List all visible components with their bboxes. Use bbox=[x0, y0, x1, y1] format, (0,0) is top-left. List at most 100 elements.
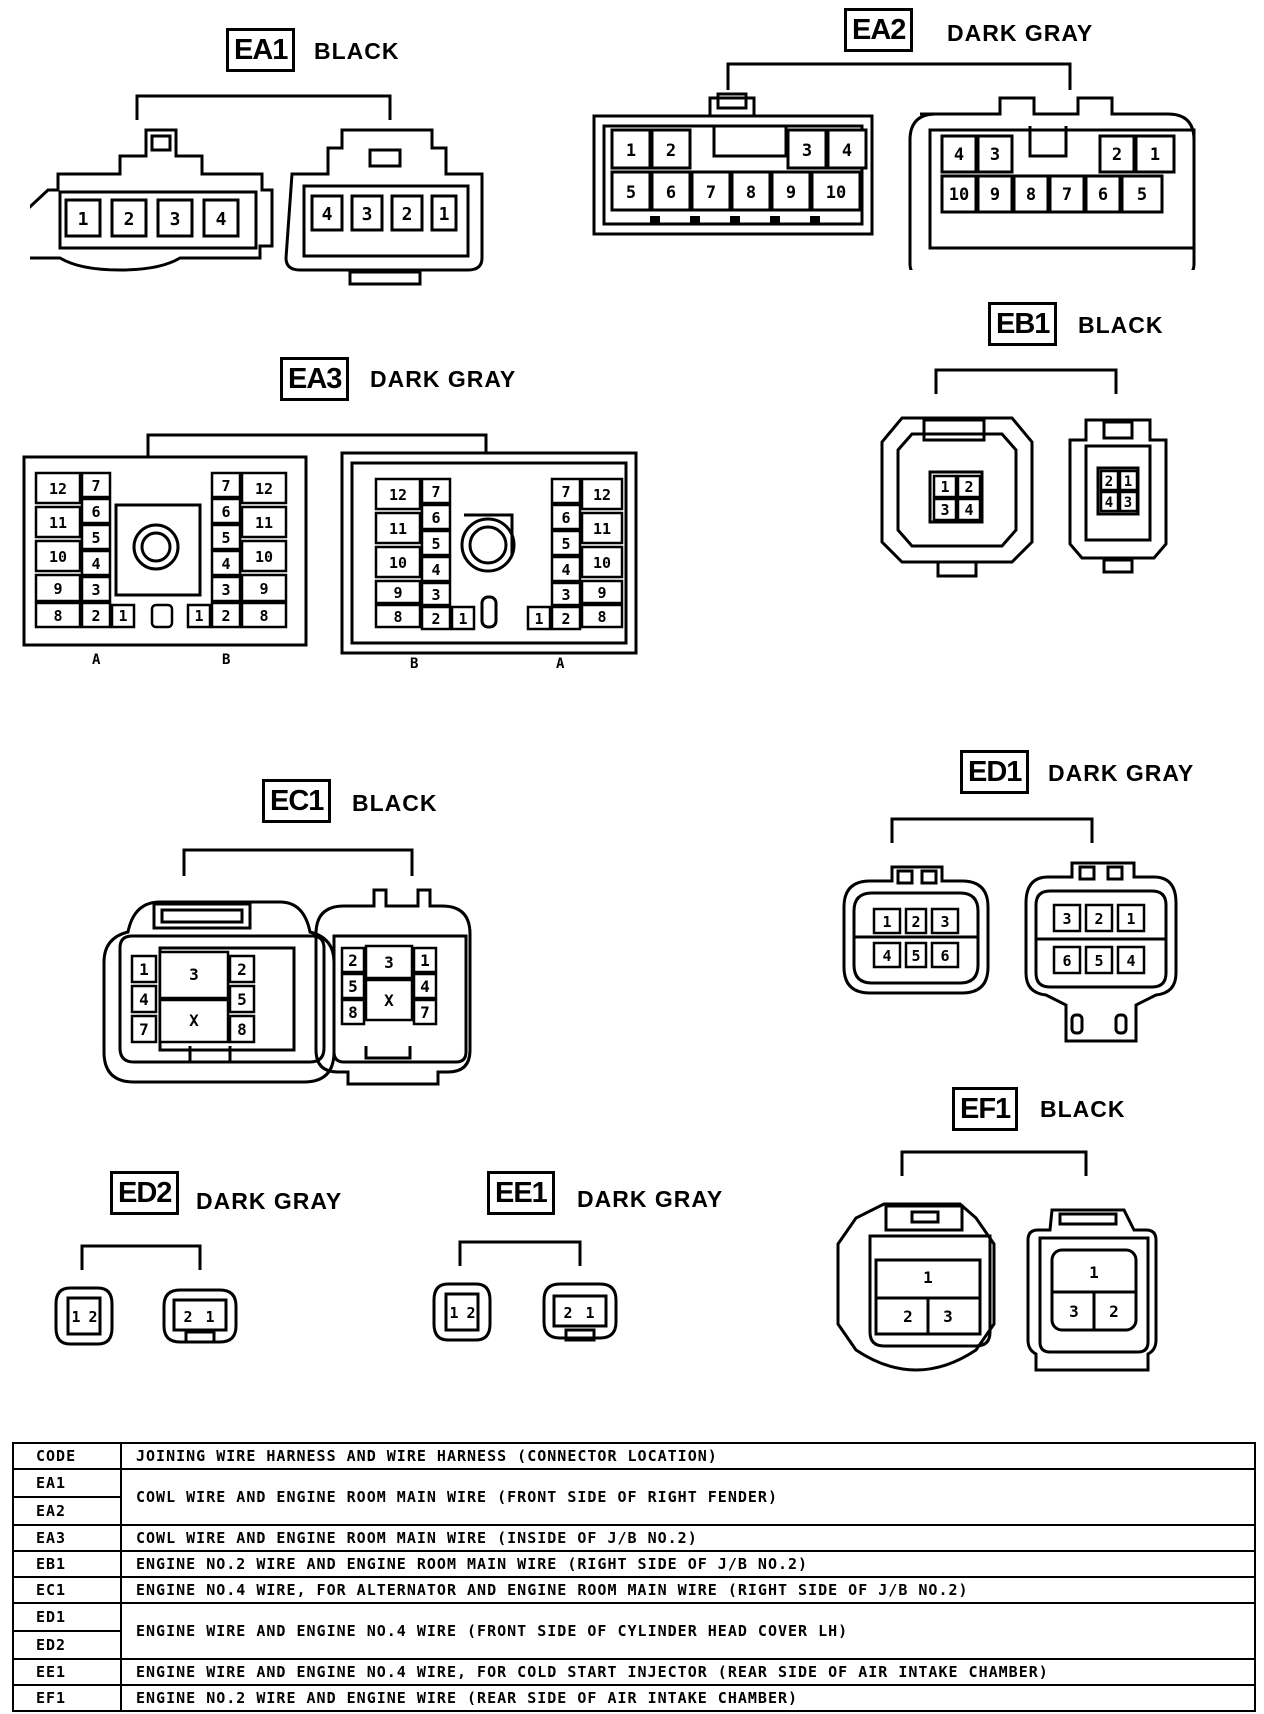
svg-text:5: 5 bbox=[626, 183, 636, 203]
legend-code: EA1 bbox=[12, 1468, 122, 1498]
svg-text:4: 4 bbox=[420, 977, 430, 996]
legend-row: EC1 ENGINE NO.4 WIRE, FOR ALTERNATOR AND… bbox=[12, 1576, 1256, 1604]
svg-text:6: 6 bbox=[666, 183, 676, 203]
svg-text:6: 6 bbox=[1098, 185, 1108, 205]
svg-text:11: 11 bbox=[593, 520, 611, 538]
svg-text:7: 7 bbox=[1062, 185, 1072, 205]
legend-code: EE1 bbox=[12, 1658, 122, 1686]
legend-row: EF1 ENGINE NO.2 WIRE AND ENGINE WIRE (RE… bbox=[12, 1684, 1256, 1712]
svg-text:7: 7 bbox=[561, 483, 570, 501]
connector-color-ee1: DARK GRAY bbox=[577, 1186, 724, 1212]
svg-text:2: 2 bbox=[1112, 145, 1122, 165]
svg-text:1: 1 bbox=[194, 607, 203, 625]
connector-color-ea2: DARK GRAY bbox=[947, 20, 1094, 46]
svg-text:6: 6 bbox=[91, 503, 100, 521]
legend-code: EC1 bbox=[12, 1576, 122, 1604]
legend-desc: ENGINE NO.4 WIRE, FOR ALTERNATOR AND ENG… bbox=[120, 1576, 1256, 1604]
connector-legend-table: CODE JOINING WIRE HARNESS AND WIRE HARNE… bbox=[12, 1442, 1256, 1712]
svg-text:5: 5 bbox=[431, 535, 440, 553]
svg-text:4: 4 bbox=[431, 561, 440, 579]
svg-text:10: 10 bbox=[49, 548, 67, 566]
svg-text:12: 12 bbox=[49, 480, 67, 498]
legend-row: EA1 COWL WIRE AND ENGINE ROOM MAIN WIRE … bbox=[12, 1468, 1256, 1526]
connector-color-ef1: BLACK bbox=[1040, 1096, 1126, 1122]
connector-code-ea2: EA2 bbox=[844, 8, 914, 52]
svg-text:2: 2 bbox=[88, 1308, 97, 1326]
ea3-label-b-left: B bbox=[222, 652, 231, 668]
svg-text:2: 2 bbox=[431, 610, 440, 628]
svg-text:3: 3 bbox=[91, 581, 100, 599]
svg-text:1: 1 bbox=[1150, 145, 1160, 165]
svg-text:2: 2 bbox=[348, 951, 358, 970]
svg-text:4: 4 bbox=[882, 947, 891, 965]
legend-row: EB1 ENGINE NO.2 WIRE AND ENGINE ROOM MAI… bbox=[12, 1550, 1256, 1578]
svg-text:2: 2 bbox=[911, 913, 920, 931]
svg-text:2: 2 bbox=[221, 607, 230, 625]
svg-text:3: 3 bbox=[943, 1307, 953, 1326]
svg-text:7: 7 bbox=[221, 477, 230, 495]
svg-text:5: 5 bbox=[911, 947, 920, 965]
legend-row: EA2 bbox=[12, 1496, 1255, 1526]
svg-text:2: 2 bbox=[563, 1304, 572, 1322]
svg-text:4: 4 bbox=[1126, 952, 1135, 970]
svg-text:3: 3 bbox=[221, 581, 230, 599]
svg-text:3: 3 bbox=[189, 965, 199, 984]
legend-desc: COWL WIRE AND ENGINE ROOM MAIN WIRE (INS… bbox=[120, 1524, 1256, 1552]
svg-text:5: 5 bbox=[561, 535, 570, 553]
svg-text:6: 6 bbox=[1062, 952, 1071, 970]
svg-text:3: 3 bbox=[362, 204, 373, 225]
pin-1: 1 bbox=[78, 209, 89, 230]
connector-color-ed1: DARK GRAY bbox=[1048, 760, 1195, 786]
svg-text:8: 8 bbox=[53, 607, 62, 625]
svg-text:8: 8 bbox=[1026, 185, 1036, 205]
svg-text:9: 9 bbox=[597, 584, 606, 602]
svg-text:3: 3 bbox=[990, 145, 1000, 165]
svg-text:4: 4 bbox=[322, 204, 333, 225]
legend-desc: ENGINE WIRE AND ENGINE NO.4 WIRE, FOR CO… bbox=[120, 1658, 1256, 1686]
svg-text:4: 4 bbox=[954, 145, 964, 165]
svg-text:2: 2 bbox=[903, 1307, 913, 1326]
connector-color-ec1: BLACK bbox=[352, 790, 438, 816]
svg-text:2: 2 bbox=[964, 478, 973, 496]
svg-text:3: 3 bbox=[802, 141, 812, 161]
svg-text:12: 12 bbox=[389, 486, 407, 504]
svg-text:9: 9 bbox=[53, 580, 62, 598]
svg-text:1: 1 bbox=[626, 141, 636, 161]
svg-text:4: 4 bbox=[91, 555, 100, 573]
svg-text:1: 1 bbox=[139, 960, 149, 979]
svg-text:5: 5 bbox=[221, 529, 230, 547]
svg-text:1: 1 bbox=[439, 204, 450, 225]
svg-text:2: 2 bbox=[1109, 1302, 1119, 1321]
svg-text:3: 3 bbox=[1062, 910, 1071, 928]
svg-text:4: 4 bbox=[561, 561, 570, 579]
svg-text:2: 2 bbox=[666, 141, 676, 161]
pin-2: 2 bbox=[124, 209, 135, 230]
legend-header-code: CODE bbox=[12, 1442, 122, 1470]
svg-text:11: 11 bbox=[389, 520, 407, 538]
svg-text:11: 11 bbox=[49, 514, 67, 532]
svg-text:4: 4 bbox=[1105, 495, 1113, 511]
svg-text:4: 4 bbox=[842, 141, 852, 161]
legend-row: EA3 COWL WIRE AND ENGINE ROOM MAIN WIRE … bbox=[12, 1524, 1256, 1552]
svg-text:1: 1 bbox=[882, 913, 891, 931]
legend-row: EE1 ENGINE WIRE AND ENGINE NO.4 WIRE, FO… bbox=[12, 1658, 1256, 1686]
svg-text:5: 5 bbox=[91, 529, 100, 547]
svg-text:1: 1 bbox=[458, 610, 467, 628]
svg-text:2: 2 bbox=[1105, 474, 1113, 490]
legend-code: EB1 bbox=[12, 1550, 122, 1578]
legend-header-desc: JOINING WIRE HARNESS AND WIRE HARNESS (C… bbox=[120, 1442, 1256, 1470]
connector-color-ed2: DARK GRAY bbox=[196, 1188, 343, 1214]
svg-text:10: 10 bbox=[255, 548, 273, 566]
svg-text:9: 9 bbox=[393, 584, 402, 602]
svg-text:6: 6 bbox=[221, 503, 230, 521]
svg-text:1: 1 bbox=[1089, 1263, 1099, 1282]
legend-code: EA2 bbox=[12, 1496, 122, 1526]
legend-header-row: CODE JOINING WIRE HARNESS AND WIRE HARNE… bbox=[12, 1442, 1256, 1470]
svg-text:2: 2 bbox=[466, 1304, 475, 1322]
svg-text:X: X bbox=[384, 991, 394, 1010]
pin-4: 4 bbox=[216, 209, 227, 230]
